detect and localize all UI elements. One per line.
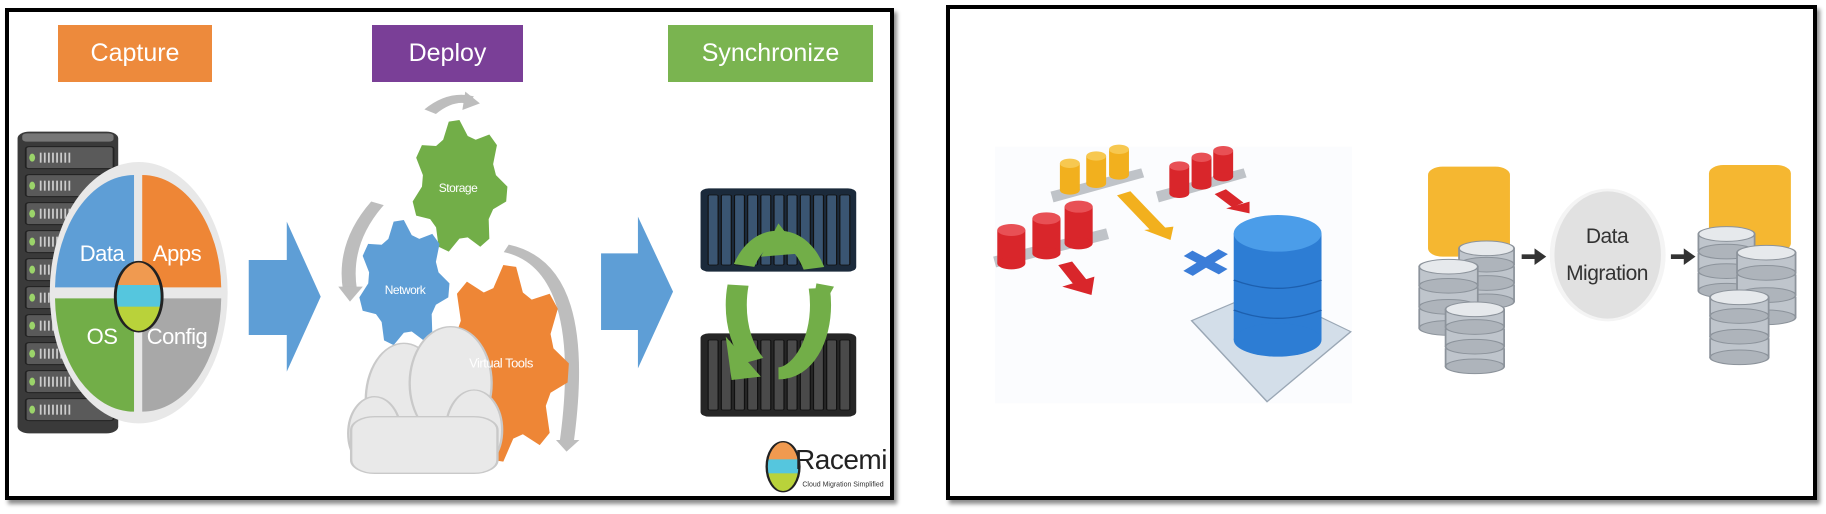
small-cylinders-icon [997,144,1234,270]
racemi-logo-tagline: Cloud Migration Simplified [802,481,884,489]
transfer-arrows-icon [1058,189,1250,295]
arrow-right-icon [1670,248,1696,265]
gear-network-label: Network [384,283,426,297]
stage-deploy-label: Deploy [372,25,523,82]
database-icon [1709,289,1770,366]
stage-capture-text: Capture [90,39,180,67]
folder-icon [1428,166,1510,257]
large-database-icon [1233,215,1323,357]
quadrant-config-label: Config [146,324,208,349]
data-migration-illustration [993,144,1797,404]
migration-label-line1: Data [1585,225,1629,248]
cloud-icon [347,326,504,474]
cloud-migration-diagram [17,91,857,493]
quadrant-os-label: OS [86,324,118,349]
quadrant-data-label: Data [79,241,125,266]
server-pair-icon [700,188,857,417]
sync-recycle-icon [725,223,834,380]
stage-synchronize-label: Synchronize [668,25,873,82]
capture-cycle-icon [49,162,228,424]
gear-storage-label: Storage [438,181,478,195]
network-gear-icon [359,220,450,346]
gear-virtual-tools-label: Virtual Tools [469,355,533,371]
arrow-right-icon [601,216,674,369]
arrow-right-icon [1521,248,1547,265]
database-stacks [1418,226,1797,375]
racemi-logo-name: Racemi [795,444,887,475]
database-icon [1444,301,1505,375]
stage-deploy-text: Deploy [408,39,487,67]
migration-label-line2: Migration [1566,262,1648,285]
quadrant-apps-label: Apps [152,241,202,266]
migration-circle [1549,188,1666,322]
blue-cross-icon [1183,249,1228,276]
stage-capture-label: Capture [58,25,212,82]
rotation-arrowheads [338,91,580,452]
storage-gear-icon [412,120,508,252]
stage-synchronize-text: Synchronize [701,39,840,67]
arrow-right-icon [248,221,321,372]
